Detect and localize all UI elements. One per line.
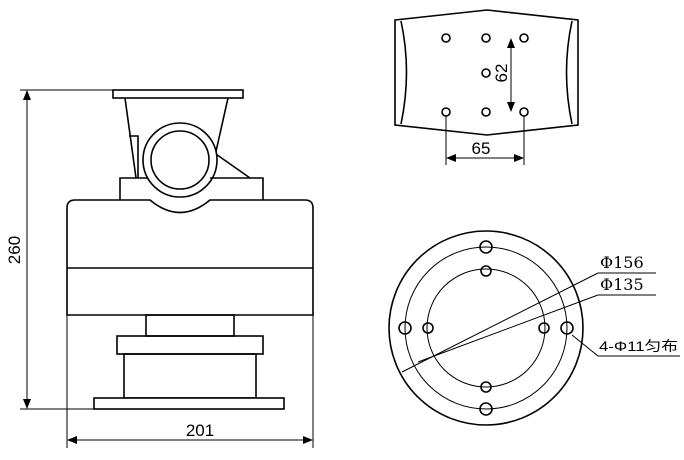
inner-hole-left [422,322,434,334]
side-view: 260 201 [5,89,314,448]
top-view-hole [441,107,451,117]
lower-body [123,353,257,399]
top-view-hole [441,33,451,43]
left-rib [129,135,139,178]
left-shoulder [119,177,136,200]
right-shoulder [210,177,264,200]
top-flange [112,89,244,99]
outer-hole-bottom [479,402,493,416]
top-view: 62 65 [394,9,579,165]
pcd-135-circle [426,268,546,388]
dia-156-label: Φ156 [600,253,644,272]
top-view-hole [519,33,529,43]
right-rib [212,151,251,179]
inner-hole-bottom [480,381,492,393]
dim-201-label: 201 [186,421,214,440]
top-view-hole [481,33,491,43]
pcd-156-circle [404,246,568,410]
dim-260-label: 260 [5,236,24,264]
leader-135 [417,294,599,363]
pipe-outer [142,122,218,198]
top-view-hole [481,107,491,117]
right-curved-edge [565,20,573,125]
top-view-hole [481,68,491,78]
mount-plate-outline [394,9,579,136]
dim-62-label: 62 [492,64,511,83]
dim-65-label: 65 [472,139,491,158]
inner-hole-right [538,322,550,334]
outer-hole-top [479,240,493,254]
leader-holes [571,334,599,357]
dia-135-label: Φ135 [600,275,644,294]
holes-note-label: 4-Φ11匀布 [599,338,678,354]
inner-hole-top [480,265,492,277]
base-plate [93,397,285,410]
main-housing [66,199,314,316]
outer-hole-right [560,321,574,335]
left-curved-edge [400,20,408,125]
bottom-view: Φ156 Φ135 4-Φ11匀布 [388,230,680,426]
outer-flange-circle [388,230,584,426]
neck [145,314,235,337]
pipe-inner [150,130,210,190]
top-view-hole [519,107,529,117]
outer-hole-left [398,321,412,335]
lower-collar [116,335,264,355]
